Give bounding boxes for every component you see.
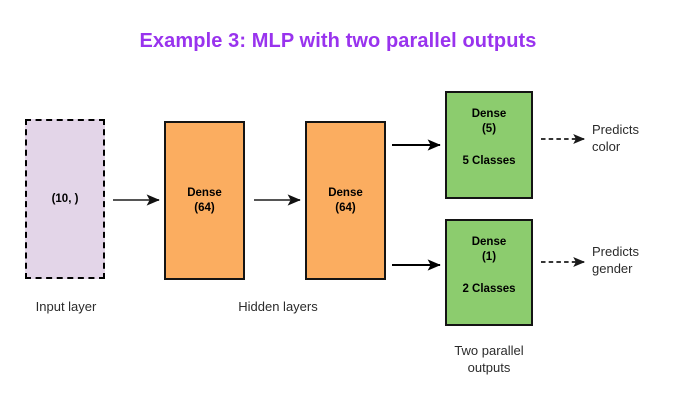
dense-1-name: Dense [187,186,222,199]
input-layer-box: (10, ) [25,119,105,279]
output-gender-classes: 2 Classes [462,283,516,296]
caption-two-parallel-outputs: Two parallel outputs [454,343,524,376]
dense-2-units: (64) [335,201,356,214]
output-head-gender-box: Dense (1) 2 Classes [445,219,533,326]
output-color-classes: 5 Classes [462,155,516,168]
input-shape-label: (10, ) [51,192,79,205]
caption-hidden-layers: Hidden layers [238,299,318,314]
dense-2-name: Dense [328,186,363,199]
output-gender-name: Dense [471,236,507,248]
page-title: Example 3: MLP with two parallel outputs [139,30,537,52]
dense-1-units: (64) [194,201,215,214]
predicts-gender-label: Predicts gender [592,244,639,277]
hidden-dense-box-2: Dense (64) [305,121,386,280]
output-color-units: (5) [481,122,497,135]
predicts-color-label: Predicts color [592,122,639,155]
hidden-dense-box-1: Dense (64) [164,121,245,280]
output-gender-units: (1) [481,250,497,263]
output-color-name: Dense [471,108,507,120]
caption-input-layer: Input layer [35,299,97,314]
output-head-color-box: Dense (5) 5 Classes [445,91,533,199]
